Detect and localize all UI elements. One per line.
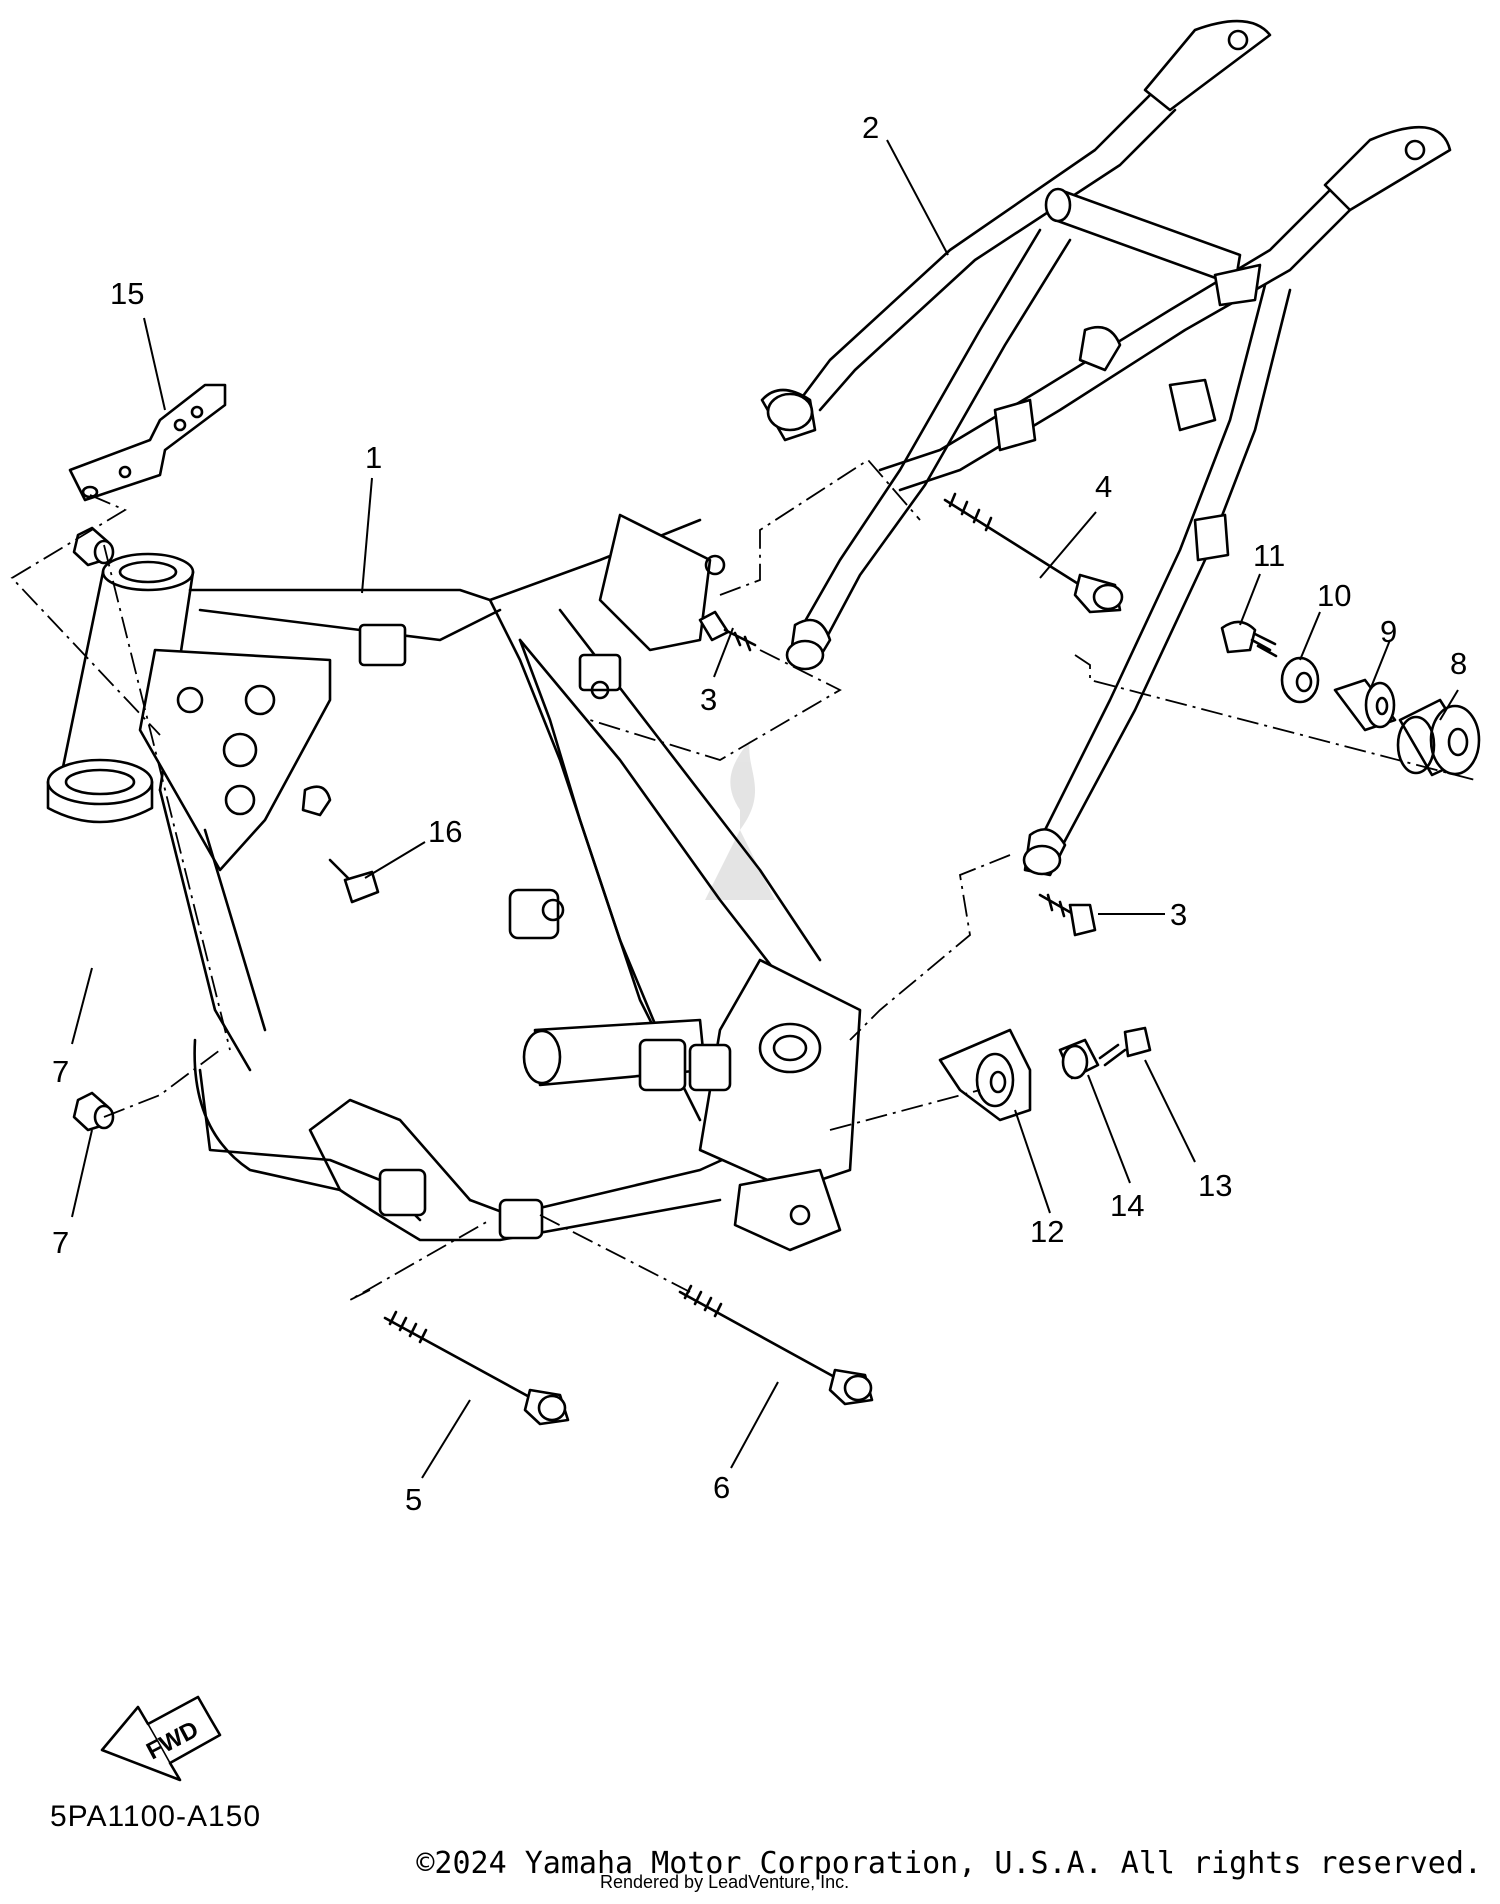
rendered-by-credit: Rendered by LeadVenture, Inc.: [600, 1872, 850, 1892]
assembly-guide-lines: [10, 458, 1476, 1301]
bolt-part-16[interactable]: [301, 785, 380, 904]
callout-13: 13: [1198, 1168, 1232, 1203]
callout-3-lower: 3: [1170, 897, 1187, 932]
callout-7-lower: 7: [52, 1225, 69, 1260]
bolt-part-4[interactable]: [943, 492, 1124, 614]
callout-10: 10: [1317, 578, 1351, 613]
nut-part-7-lower[interactable]: [72, 1091, 115, 1132]
nut-part-7-upper[interactable]: [72, 526, 115, 567]
callout-6: 6: [713, 1470, 730, 1505]
bolt-part-11[interactable]: [1220, 620, 1278, 658]
callout-5: 5: [405, 1482, 422, 1517]
callout-12: 12: [1030, 1214, 1064, 1249]
callout-16: 16: [428, 814, 462, 849]
washer-part-10[interactable]: [1280, 656, 1320, 704]
bolt-part-3-upper[interactable]: [698, 610, 757, 652]
callout-labels: 1 2 3 3 4 5 6 7 7 8 9 10 11 12 13 14 15 …: [52, 110, 1467, 1517]
callout-leaders: [71, 139, 1459, 1479]
callout-15: 15: [110, 276, 144, 311]
collar-part-14[interactable]: [1058, 1038, 1100, 1080]
bolt-part-3-lower[interactable]: [1038, 893, 1097, 937]
callout-2: 2: [862, 110, 879, 145]
bolt-part-13[interactable]: [1098, 1026, 1152, 1067]
callout-4: 4: [1095, 469, 1112, 504]
rear-frame-part-2[interactable]: [760, 19, 1452, 877]
callout-8: 8: [1450, 646, 1467, 681]
fwd-direction-arrow: FWD: [100, 1695, 222, 1782]
bolt-part-6[interactable]: [678, 1284, 874, 1406]
copyright-notice: ©2024 Yamaha Motor Corporation, U.S.A. A…: [416, 1846, 1482, 1881]
callout-11: 11: [1253, 538, 1285, 573]
watermark-logo: [705, 740, 775, 900]
callout-1: 1: [365, 440, 382, 475]
bolt-part-5[interactable]: [383, 1310, 570, 1426]
main-frame-part-1[interactable]: [46, 513, 862, 1252]
damper-part-12[interactable]: [938, 1028, 1032, 1122]
damper-part-8[interactable]: [1396, 698, 1481, 777]
callout-3-upper: 3: [700, 682, 717, 717]
callout-9: 9: [1380, 614, 1397, 649]
diagram-code-label: 5PA1100-A150: [50, 1800, 262, 1833]
callout-14: 14: [1110, 1188, 1144, 1223]
bracket-part-15[interactable]: [68, 383, 227, 502]
callout-7-upper: 7: [52, 1054, 69, 1089]
collar-part-9[interactable]: [1333, 678, 1397, 732]
